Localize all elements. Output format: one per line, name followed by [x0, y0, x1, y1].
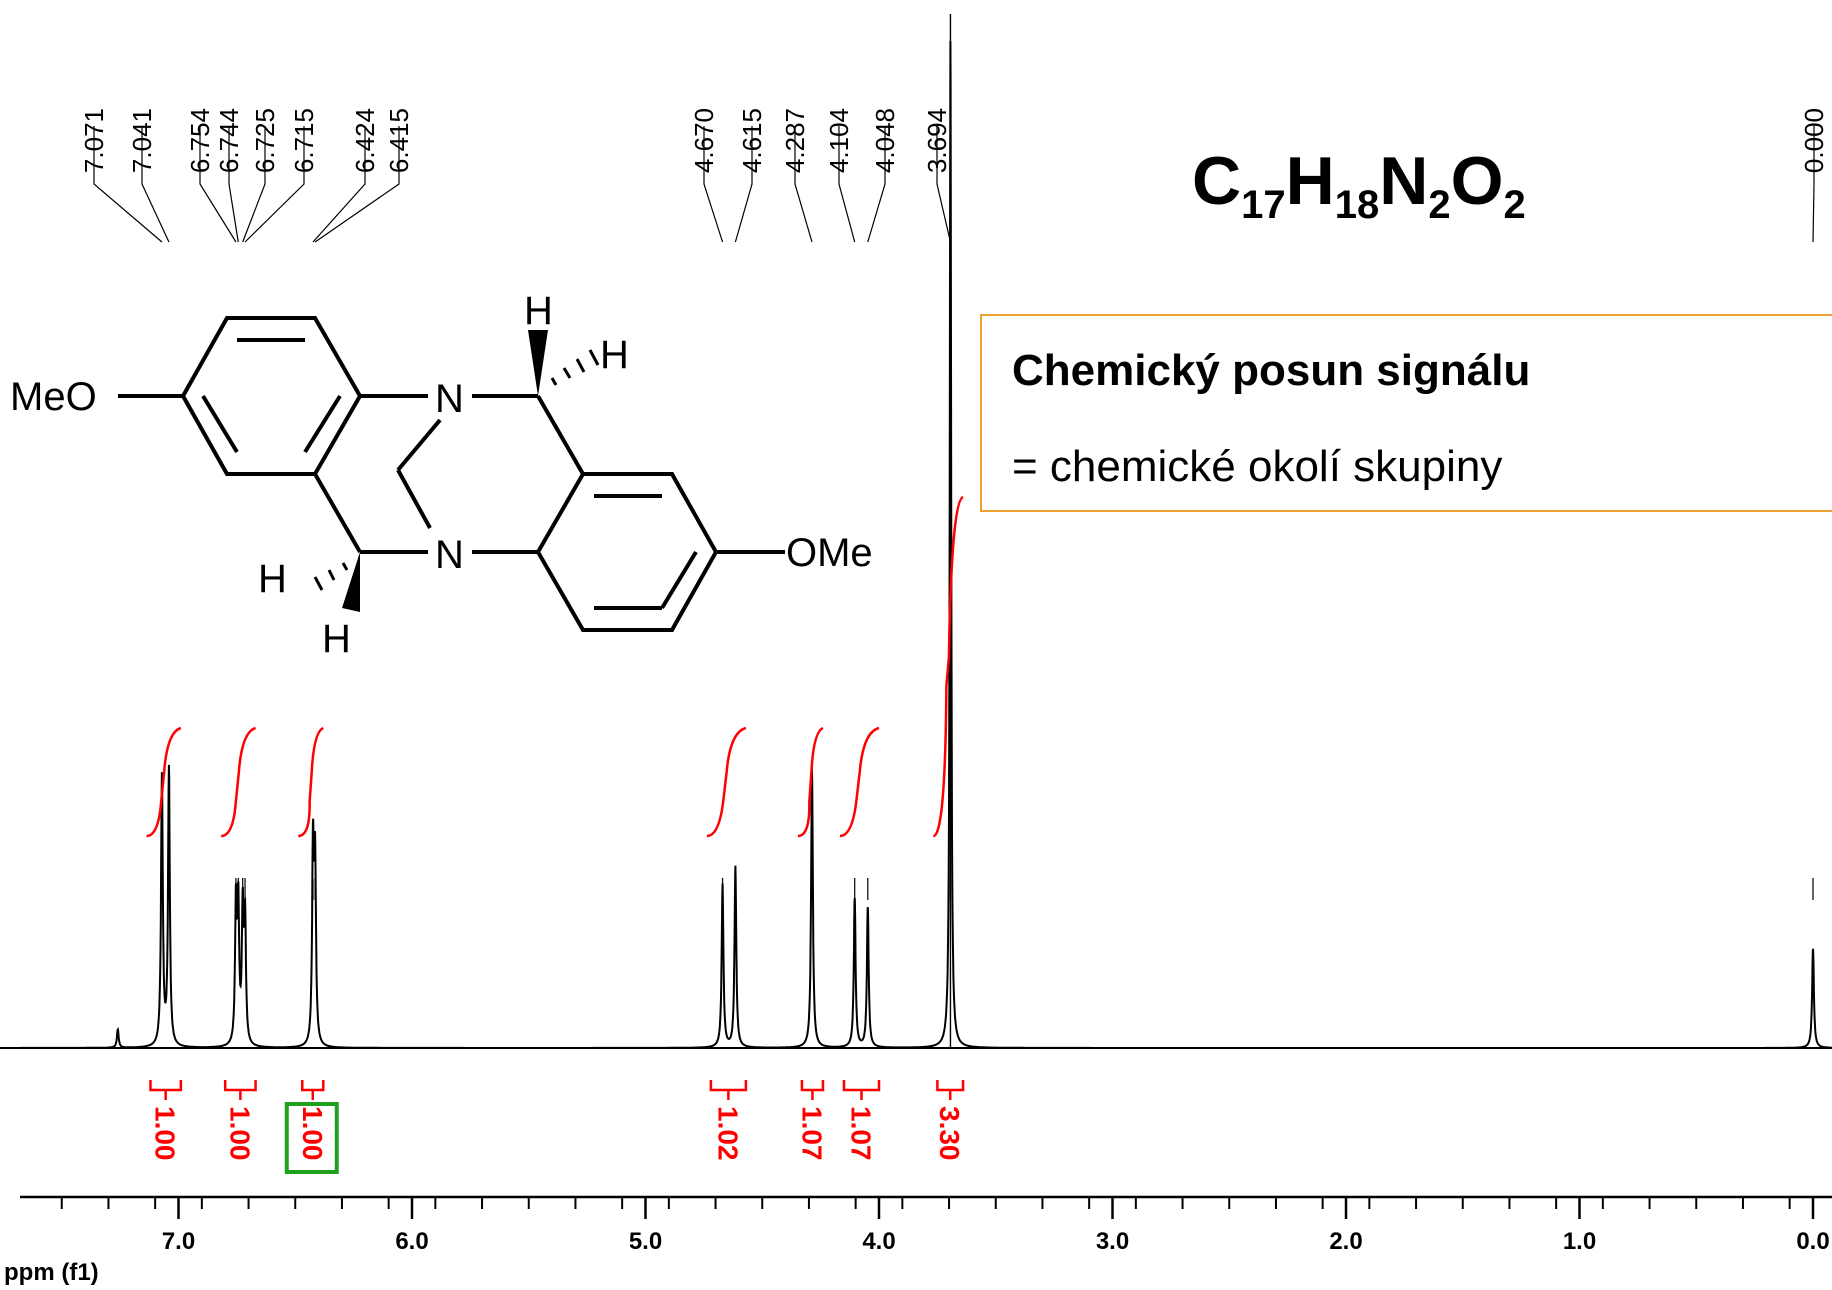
formula-c: C	[1192, 143, 1242, 219]
integral-highlight-box	[284, 1102, 339, 1174]
integral-value-label: 1.07	[845, 1106, 876, 1161]
integral-value-label: 1.07	[796, 1106, 827, 1161]
peak-label-connector	[312, 126, 366, 243]
integral-curve	[706, 726, 747, 838]
x-axis-tick-label: 3.0	[1096, 1228, 1129, 1255]
structure-labels: MeO OMe N N H H H H	[10, 289, 873, 661]
hydrogen-bottom-label-1: H	[258, 557, 287, 601]
peak-label-connector	[1812, 126, 1815, 243]
integral-bracket	[301, 1080, 325, 1100]
hash-bond-top-3	[575, 358, 586, 373]
methoxy-right-label: OMe	[786, 531, 873, 575]
formula-n-count: 2	[1428, 183, 1451, 227]
right-ring-inner-bond-2	[660, 550, 698, 610]
spectrum-line	[0, 41, 1832, 1049]
x-axis-title: ppm (f1)	[4, 1259, 99, 1286]
info-box-description: = chemické okolí skupiny	[1012, 442, 1503, 491]
hash-bond-top-1	[550, 377, 558, 386]
formula-h: H	[1285, 143, 1335, 219]
formula-c-count: 17	[1241, 183, 1286, 227]
formula-o-count: 2	[1503, 183, 1526, 227]
x-axis-tick-label: 0.0	[1796, 1228, 1829, 1255]
molecular-formula: C17H18N2O2	[1192, 142, 1526, 228]
left-ring-inner-bond-3	[201, 394, 239, 454]
integral-curve	[220, 726, 257, 838]
hydrogen-bottom-label-2: H	[322, 617, 351, 661]
integral-value-label: 1.00	[150, 1106, 181, 1161]
spectrum-trace	[0, 41, 1832, 1049]
nitrogen-bottom-label: N	[435, 533, 464, 577]
ch-top-ring-bond	[536, 395, 585, 475]
hash-bond-top-2	[562, 367, 572, 379]
integral-bracket	[149, 1080, 183, 1100]
hydrogen-top-label-2: H	[600, 333, 629, 377]
integral-curve	[932, 495, 964, 838]
hash-bond-bottom-1	[341, 562, 349, 571]
wedge-bond-top	[528, 330, 548, 396]
chemical-shift-info-box: Chemický posun signálu = chemické okolí …	[980, 314, 1832, 512]
integral-bracket	[223, 1080, 257, 1100]
x-axis-tick-label: 6.0	[395, 1228, 428, 1255]
integral-curve	[839, 726, 880, 838]
peak-label-connector	[936, 126, 952, 243]
x-axis: 7.0 6.0 5.0 4.0 3.0 2.0 1.0 0.0 ppm (f1)	[4, 1195, 1832, 1286]
integral-bracket	[800, 1080, 825, 1100]
peak-label-connector	[734, 126, 753, 243]
x-axis-tick-label: 5.0	[629, 1228, 662, 1255]
integral-curve	[298, 726, 324, 838]
integral-value-label: 1.00	[224, 1106, 255, 1161]
peak-label-connector	[228, 126, 239, 243]
methylene-bridge-bond-2	[396, 469, 432, 529]
methoxy-left-label: MeO	[10, 375, 97, 419]
integral-curve	[797, 726, 824, 838]
x-axis-tick-label: 7.0	[162, 1228, 195, 1255]
integral-value-label: 1.00	[297, 1106, 328, 1161]
x-axis-tick-label: 2.0	[1329, 1228, 1362, 1255]
integral-value-label: 3.30	[934, 1106, 965, 1161]
integral-curve	[146, 726, 182, 838]
integral-bracket	[936, 1080, 965, 1100]
hash-bond-top-4	[588, 349, 600, 366]
peak-label-connector	[703, 126, 724, 243]
hash-bond-bottom-2	[327, 569, 336, 581]
integral-curves	[146, 495, 964, 838]
left-ring-inner-bond-2	[303, 394, 342, 454]
integral-bracket	[842, 1080, 881, 1100]
hydrogen-top-label-1: H	[524, 289, 553, 333]
peak-label-connector	[199, 126, 237, 243]
peak-label-connector	[244, 126, 305, 243]
peak-label-connector	[838, 126, 856, 243]
hash-bond-bottom-3	[313, 576, 324, 591]
left-ring-ch-bond	[313, 473, 362, 553]
formula-h-count: 18	[1334, 183, 1380, 227]
x-axis-tick-label: 1.0	[1563, 1228, 1596, 1255]
peak-label-connector	[242, 126, 266, 243]
integral-value-label: 1.02	[712, 1106, 743, 1161]
x-axis-tick-label: 4.0	[862, 1228, 895, 1255]
molecular-structure	[118, 316, 785, 632]
formula-n: N	[1379, 143, 1429, 219]
peak-label-connector	[314, 126, 400, 243]
peak-label-connector	[867, 126, 886, 243]
peak-label-connector	[93, 126, 163, 243]
methylene-bridge-bond-1	[396, 418, 442, 472]
wedge-bond-bottom	[342, 552, 360, 612]
nitrogen-top-label: N	[435, 377, 464, 421]
formula-o: O	[1450, 143, 1504, 219]
integral-labels: 1.00 1.00 1.00 1.02 1.07 1.07 3.30	[149, 1080, 965, 1161]
peak-label-connector	[794, 126, 813, 243]
peak-label-connector	[141, 126, 170, 243]
integral-bracket	[709, 1080, 748, 1100]
info-box-title: Chemický posun signálu	[1012, 346, 1531, 395]
